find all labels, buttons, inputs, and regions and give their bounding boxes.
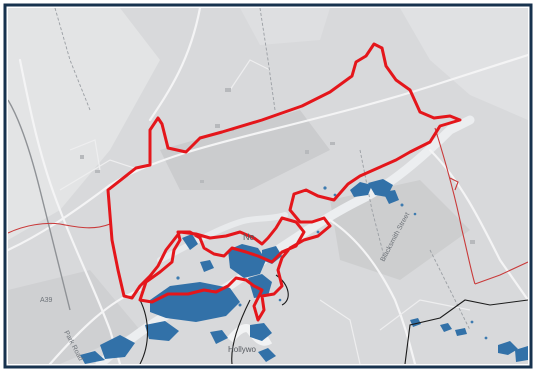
minor-road xyxy=(229,59,271,91)
building-cluster xyxy=(383,190,399,204)
road-park xyxy=(48,288,142,364)
minor-roads xyxy=(59,59,471,364)
map-border xyxy=(3,3,533,369)
building-cluster xyxy=(248,274,272,298)
minor-road xyxy=(379,299,471,331)
railway-line xyxy=(8,99,71,311)
road-label-west: A39 xyxy=(40,297,53,304)
building-cluster xyxy=(80,351,105,364)
footpaths xyxy=(54,8,471,331)
building-cluster xyxy=(200,260,214,272)
building-cluster xyxy=(250,323,272,341)
footpath xyxy=(359,149,386,261)
building-cluster xyxy=(228,244,266,278)
parish-boundary xyxy=(434,127,476,285)
building-cluster xyxy=(100,335,135,359)
footpath xyxy=(54,8,91,111)
building-cluster xyxy=(515,346,528,362)
woodland-patch xyxy=(160,110,330,190)
study-area-boundary[interactable] xyxy=(106,42,462,322)
building-cluster xyxy=(455,328,467,336)
north-east-open-land xyxy=(400,8,528,120)
village-label-south: Hollywo xyxy=(228,345,257,354)
parish-boundary xyxy=(474,261,528,285)
south-west-field xyxy=(8,270,140,364)
road-east xyxy=(428,148,528,302)
parish-boundary xyxy=(8,222,111,234)
main-roads xyxy=(8,8,528,364)
minor-road xyxy=(69,139,101,171)
admin-boundary xyxy=(139,299,148,364)
road-north-minor xyxy=(148,8,202,122)
building-cluster xyxy=(145,321,179,341)
village-label-north: Ne xyxy=(243,232,255,242)
building-cluster xyxy=(440,323,452,332)
minor-road xyxy=(59,159,141,191)
admin-boundary xyxy=(231,299,251,364)
building-cluster xyxy=(350,182,372,197)
building-cluster xyxy=(182,234,198,250)
north-field xyxy=(240,8,330,45)
minor-road xyxy=(319,299,361,364)
admin-boundary xyxy=(404,299,528,364)
south-east-field xyxy=(330,180,470,280)
main-road-west xyxy=(18,58,122,364)
building-cluster xyxy=(498,341,518,355)
parish-boundaries xyxy=(8,127,528,285)
footpath xyxy=(259,8,276,111)
road-blacksmith xyxy=(328,218,417,364)
building-cluster xyxy=(258,348,276,362)
tributary xyxy=(157,212,288,263)
west-open-land xyxy=(8,8,160,240)
building-cluster xyxy=(210,330,228,344)
settlement-buildings xyxy=(80,179,528,364)
parish-boundary xyxy=(449,177,459,191)
